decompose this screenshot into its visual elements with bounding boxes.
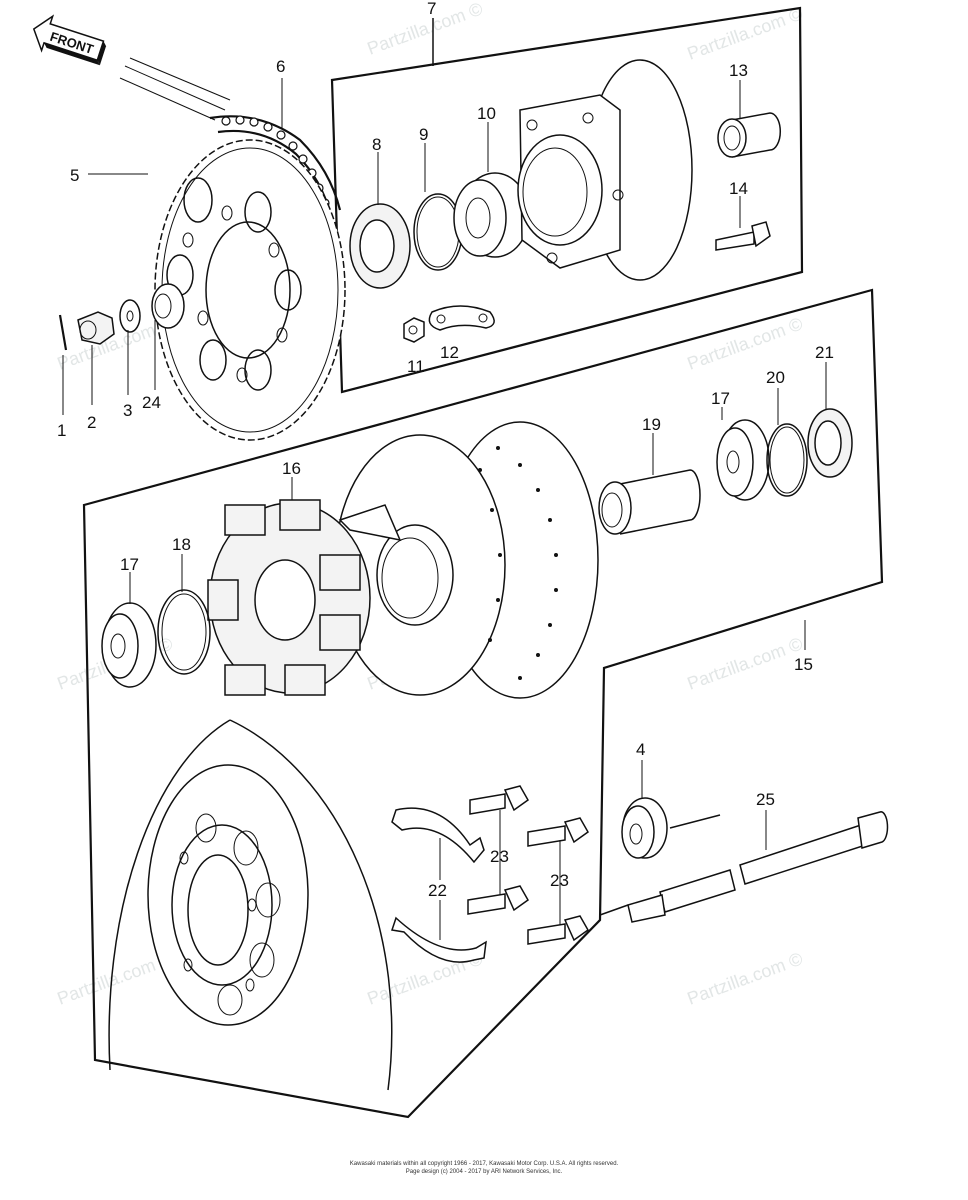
callout-1: 1 <box>57 421 66 440</box>
callout-20: 20 <box>766 368 785 387</box>
oil-seal <box>349 203 411 289</box>
callout-12: 12 <box>440 343 459 362</box>
circlip-20 <box>766 423 808 497</box>
drive-chain <box>209 115 342 215</box>
rear-axle <box>599 811 889 923</box>
hub-damper <box>207 499 371 696</box>
callout-13: 13 <box>729 61 748 80</box>
lock-plate-lower <box>391 916 487 963</box>
callout-4: 4 <box>636 740 645 759</box>
watermark: Partzilla.com © <box>685 3 806 63</box>
copyright-footer: Kawasaki materials within all copyright … <box>0 1160 968 1176</box>
callout-23-left: 23 <box>490 847 509 866</box>
callout-11: 11 <box>407 357 425 376</box>
callout-8: 8 <box>372 135 381 154</box>
watermark: Partzilla.com © <box>685 313 806 373</box>
stud-bolt <box>715 221 771 251</box>
rear-sprocket <box>154 139 346 441</box>
ball-bearing-left <box>101 602 157 688</box>
copyright-line-2: Page design (c) 2004 - 2017 by ARI Netwo… <box>405 1169 563 1175</box>
callout-25: 25 <box>756 790 775 809</box>
watermark: Partzilla.com © <box>685 948 806 1008</box>
watermark: Partzilla.com © <box>685 633 806 693</box>
callout-15: 15 <box>794 655 813 674</box>
callout-23-right: 23 <box>550 871 569 890</box>
bolt <box>527 915 589 945</box>
arrow-line <box>669 814 721 829</box>
brake-disc <box>108 719 393 1091</box>
callout-22: 22 <box>428 881 447 900</box>
callout-18: 18 <box>172 535 191 554</box>
bolt <box>467 885 529 915</box>
watermark: Partzilla.com © <box>365 0 486 59</box>
bolt <box>469 785 529 815</box>
callout-19: 19 <box>642 415 661 434</box>
callouts: 1 2 3 24 5 6 7 8 9 10 11 12 13 14 15 16 … <box>57 0 834 900</box>
ball-bearing <box>453 172 530 258</box>
collar-4 <box>621 797 668 859</box>
nut-11 <box>403 317 425 343</box>
callout-9: 9 <box>419 125 428 144</box>
ball-bearing-right <box>716 419 770 501</box>
callout-7: 7 <box>427 0 436 18</box>
motion-lines <box>119 57 231 121</box>
callout-17-right: 17 <box>711 389 730 408</box>
callout-16: 16 <box>282 459 301 478</box>
sprocket-coupling <box>517 59 693 281</box>
o-ring <box>157 589 211 675</box>
copyright-line-1: Kawasaki materials within all copyright … <box>349 1161 619 1167</box>
callout-17-left: 17 <box>120 555 139 574</box>
bolt <box>527 817 589 847</box>
rear-hub <box>334 421 599 699</box>
lock-plate-upper <box>391 807 485 864</box>
callout-3: 3 <box>123 401 132 420</box>
castle-nut <box>77 311 115 345</box>
callout-24: 24 <box>142 393 161 412</box>
cotter-pin <box>58 314 68 351</box>
callout-14: 14 <box>729 179 748 198</box>
callout-5: 5 <box>70 166 79 185</box>
callout-2: 2 <box>87 413 96 432</box>
collar <box>151 283 185 329</box>
oil-seal-21 <box>807 408 853 478</box>
front-arrow-icon: FRONT <box>32 14 107 66</box>
callout-10: 10 <box>477 104 496 123</box>
assembly-box-15 <box>82 288 884 1119</box>
callout-6: 6 <box>276 57 285 76</box>
collar-13 <box>717 112 781 158</box>
callout-21: 21 <box>815 343 834 362</box>
distance-collar <box>598 469 701 535</box>
lock-washer-12 <box>428 305 495 331</box>
leader-lines <box>62 78 827 940</box>
washer <box>119 299 141 333</box>
